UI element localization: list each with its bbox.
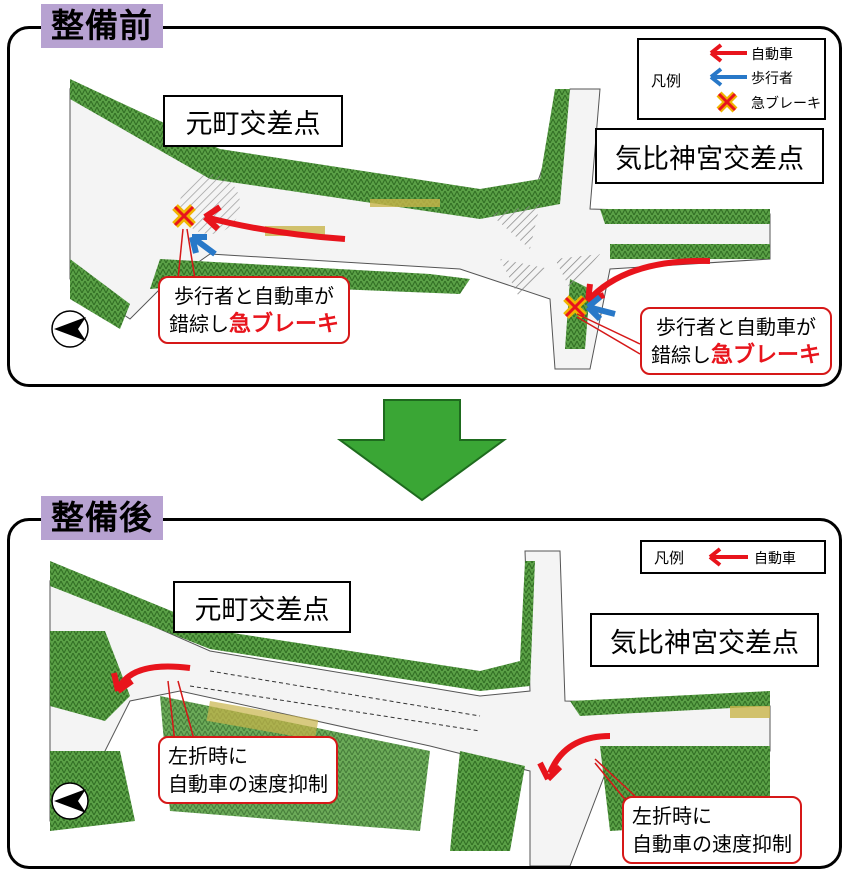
car-arrow-icon (709, 43, 747, 63)
kehi-label: 気比神宮交差点 (595, 128, 824, 184)
motomachi-label: 元町交差点 (173, 581, 351, 633)
brake-icon (716, 91, 738, 113)
before-panel: 元町交差点 気比神宮交差点 歩行者と自動車が 錯綜し急ブレーキ 歩行者と自動車が… (7, 26, 842, 387)
callout-brake-left: 歩行者と自動車が 錯綜し急ブレーキ (158, 276, 350, 344)
car-arrow (117, 663, 191, 688)
callout-highlight: 急ブレーキ (228, 312, 339, 337)
callout-highlight: 急ブレーキ (710, 343, 821, 368)
legend-car: 自動車 (751, 47, 793, 63)
legend-title: 凡例 (651, 72, 682, 90)
legend-brake: 急ブレーキ (751, 96, 821, 112)
legend-before: 凡例 自動車 歩行者 急ブレーキ (637, 38, 826, 120)
callout-brake-right: 歩行者と自動車が 錯綜し急ブレーキ (640, 307, 832, 375)
brake-icon (172, 204, 196, 228)
callout-text: 錯綜し (650, 343, 711, 367)
before-tab: 整備前 (41, 4, 163, 48)
callout-text: 錯綜し (168, 312, 229, 336)
kehi-label: 気比神宮交差点 (590, 613, 819, 667)
callout-text: 自動車の速度抑制 (168, 772, 328, 796)
after-panel: 元町交差点 気比神宮交差点 左折時に 自動車の速度抑制 左折時に 自動車の速度抑… (7, 518, 842, 869)
legend-pedestrian: 歩行者 (751, 71, 793, 87)
after-tab: 整備後 (41, 496, 163, 540)
compass-icon (51, 310, 89, 348)
legend-title: 凡例 (654, 549, 685, 567)
motomachi-label: 元町交差点 (163, 95, 343, 147)
car-arrow (204, 214, 346, 242)
pedestrian-arrow-icon (709, 67, 747, 87)
legend-after: 凡例 自動車 (640, 540, 826, 574)
down-arrow-icon (336, 399, 508, 502)
callout-text: 歩行者と自動車が (656, 315, 816, 339)
before-map (51, 79, 771, 370)
callout-speed-right: 左折時に 自動車の速度抑制 (622, 796, 802, 864)
car-arrow-icon (708, 547, 748, 567)
grass-strip (70, 79, 570, 219)
callout-text: 自動車の速度抑制 (632, 832, 792, 856)
brake-icon (563, 295, 587, 319)
compass-icon (51, 782, 89, 820)
callout-text: 左折時に (632, 804, 712, 828)
legend-car: 自動車 (754, 551, 796, 567)
callout-text: 左折時に (168, 744, 248, 768)
callout-speed-left: 左折時に 自動車の速度抑制 (158, 736, 338, 804)
callout-text: 歩行者と自動車が (174, 284, 334, 308)
